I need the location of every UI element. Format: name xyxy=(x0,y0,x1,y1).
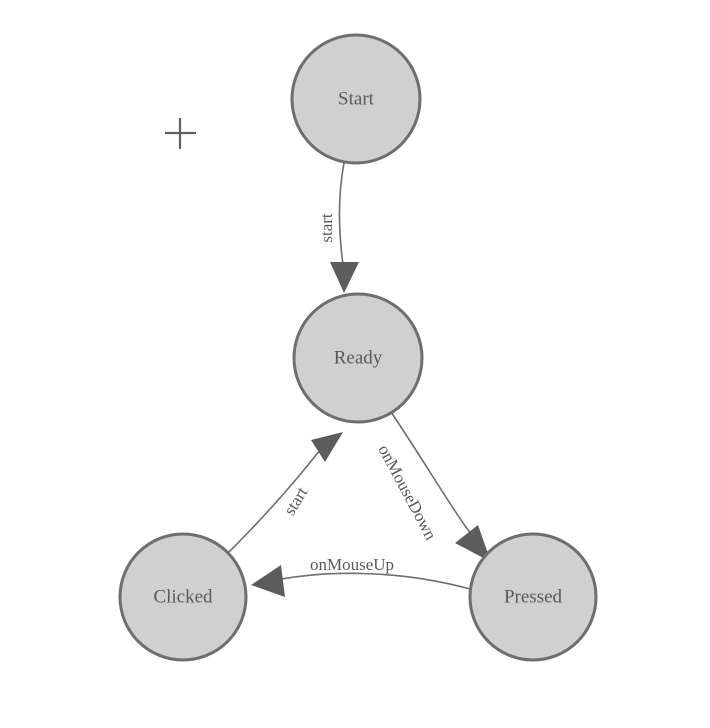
node-ready[interactable]: Ready xyxy=(292,292,424,424)
edge-clicked-to-ready[interactable]: start xyxy=(228,432,343,553)
arrowhead-into-pressed xyxy=(455,525,491,562)
node-start[interactable]: Start xyxy=(290,33,422,165)
arrowhead-into-clicked xyxy=(251,565,285,597)
arrowhead-into-ready xyxy=(330,262,359,293)
arrowhead-into-ready-from-clicked xyxy=(311,432,343,462)
node-clicked-label: Clicked xyxy=(153,586,213,607)
edge-label-start-to-ready: start xyxy=(317,213,336,243)
node-clicked[interactable]: Clicked xyxy=(118,532,248,662)
node-pressed-label: Pressed xyxy=(504,586,563,607)
node-ready-circle xyxy=(292,292,424,424)
edge-ready-to-pressed[interactable]: onMouseDown xyxy=(374,411,491,562)
edge-pressed-to-clicked[interactable]: onMouseUp xyxy=(251,555,471,597)
node-ready-label: Ready xyxy=(334,347,383,368)
edge-label-pressed-to-clicked: onMouseUp xyxy=(310,555,394,574)
node-pressed[interactable]: Pressed xyxy=(468,532,598,662)
node-clicked-circle xyxy=(118,532,248,662)
node-pressed-circle xyxy=(468,532,598,662)
edge-label-clicked-to-ready: start xyxy=(280,484,312,519)
edge-start-to-ready[interactable]: start xyxy=(317,162,359,293)
node-start-label: Start xyxy=(338,88,375,109)
edge-label-ready-to-pressed: onMouseDown xyxy=(374,442,440,544)
crosshair-icon xyxy=(165,118,196,149)
node-start-circle xyxy=(290,33,422,165)
